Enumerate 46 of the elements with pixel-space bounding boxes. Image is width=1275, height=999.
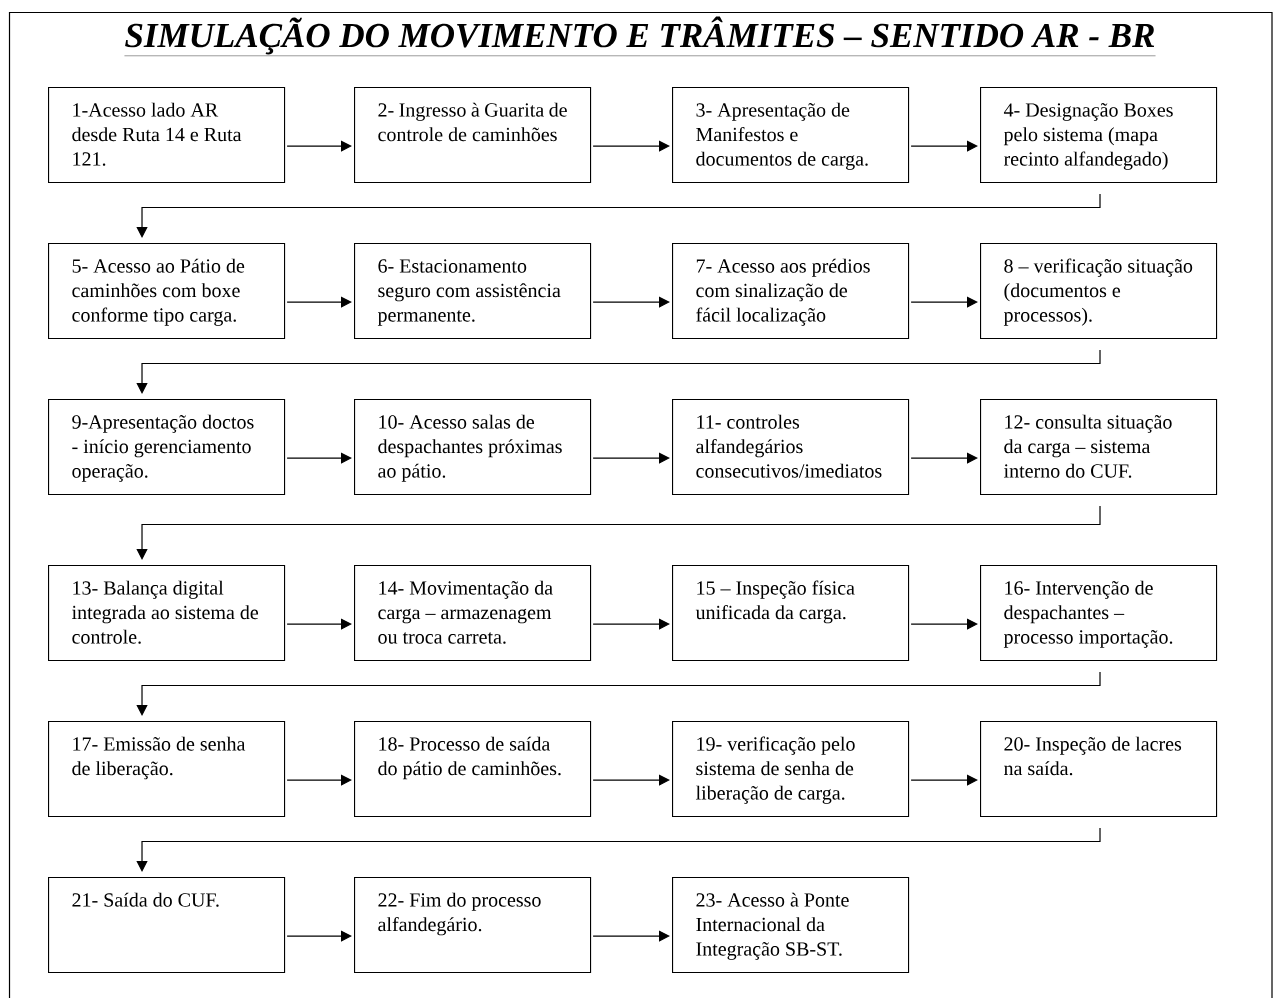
arrow xyxy=(910,296,978,308)
arrow xyxy=(286,618,352,630)
process-box: 12- consulta situação da carga – sistema interno do CUF. xyxy=(980,399,1218,496)
arrow xyxy=(286,930,352,942)
arrow xyxy=(136,193,1101,238)
process-box: 20- Inspeção de lacres na saída. xyxy=(980,721,1218,818)
arrow xyxy=(592,774,670,786)
arrow xyxy=(136,349,1101,394)
arrow xyxy=(286,774,352,786)
process-box: 2- Ingresso à Guarita de controle de caminhões xyxy=(354,87,592,184)
process-box: 8 – verificação situação (documentos e processos). xyxy=(980,243,1218,340)
arrow xyxy=(286,140,352,152)
arrow xyxy=(910,618,978,630)
process-box: 13- Balança digital integrada ao sistema de controle. xyxy=(48,565,286,662)
arrow xyxy=(286,452,352,464)
process-box: 16- Intervenção de despachantes – processo importação. xyxy=(980,565,1218,662)
title: SIMULAÇÃO DO MOVIMENTO E TRÂMITES – SENTIDO AR - BR xyxy=(124,16,1156,56)
arrow xyxy=(136,671,1101,716)
arrow xyxy=(592,296,670,308)
process-box: 5- Acesso ao Pátio de caminhões com boxe conforme tipo carga. xyxy=(48,243,286,340)
process-box: 9-Apresentação doctos - início gerenciamento operação. xyxy=(48,399,286,496)
process-box: 23- Acesso à Ponte Internacional da Integração SB-ST. xyxy=(672,877,910,974)
process-box: 10- Acesso salas de despachantes próximas ao pátio. xyxy=(354,399,592,496)
process-box: 1-Acesso lado AR desde Ruta 14 e Ruta 121. xyxy=(48,87,286,184)
process-box: 14- Movimentação da carga – armazenagem ou troca carreta. xyxy=(354,565,592,662)
process-box: 15 – Inspeção física unificada da carga. xyxy=(672,565,910,662)
arrow xyxy=(136,505,1101,560)
process-box: 19- verificação pelo sistema de senha de liberação de carga. xyxy=(672,721,910,818)
arrow xyxy=(592,618,670,630)
process-box: 6- Estacionamento seguro com assistência permanente. xyxy=(354,243,592,340)
arrow xyxy=(286,296,352,308)
process-box: 4- Designação Boxes pelo sistema (mapa recinto alfandegado) xyxy=(980,87,1218,184)
arrow xyxy=(910,774,978,786)
process-box: 7- Acesso aos prédios com sinalização de fácil localização xyxy=(672,243,910,340)
process-box: 3- Apresentação de Manifestos e documentos de carga. xyxy=(672,87,910,184)
arrow xyxy=(592,140,670,152)
arrow xyxy=(910,140,978,152)
arrow xyxy=(910,452,978,464)
process-box: 18- Processo de saída do pátio de caminhões. xyxy=(354,721,592,818)
process-box: 22- Fim do processo alfandegário. xyxy=(354,877,592,974)
process-box: 11- controles alfandegários consecutivos/imediatos xyxy=(672,399,910,496)
arrow xyxy=(592,452,670,464)
process-box: 17- Emissão de senha de liberação. xyxy=(48,721,286,818)
arrow xyxy=(592,930,670,942)
process-box: 21- Saída do CUF. xyxy=(48,877,286,974)
arrow xyxy=(136,827,1101,872)
